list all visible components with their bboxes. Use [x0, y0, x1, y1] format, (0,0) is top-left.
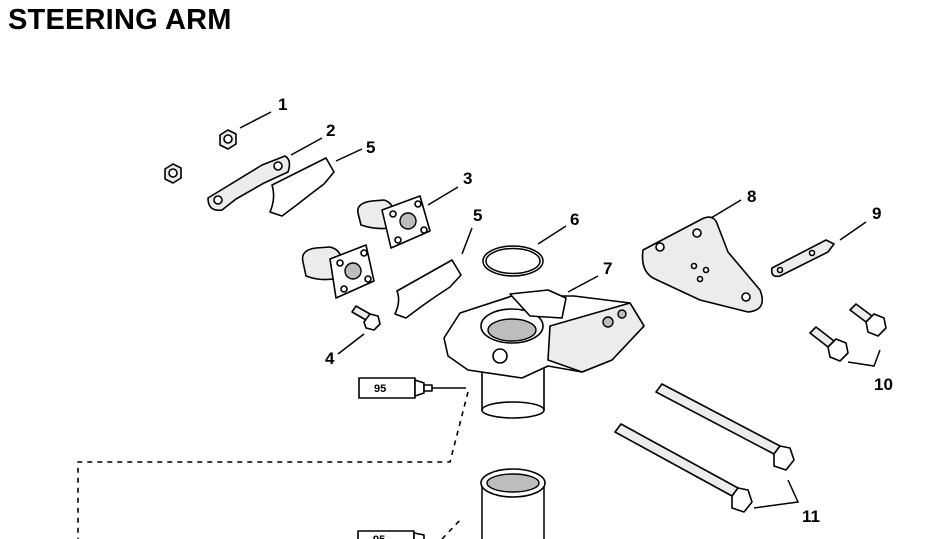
part-11-long-bolt-lower — [614, 423, 753, 513]
part-10-bolt-upper — [849, 303, 887, 337]
sealant-tube-upper — [358, 377, 433, 399]
part-3-bushing-lower — [301, 244, 375, 299]
callout-5-upper: 5 — [366, 138, 375, 157]
callout-7: 7 — [603, 259, 612, 278]
callout-9: 9 — [872, 204, 881, 223]
part-1-nut-lower — [164, 163, 182, 184]
part-8-bracket — [641, 216, 764, 313]
callout-5-lower: 5 — [473, 206, 482, 225]
callout-6: 6 — [570, 210, 579, 229]
sealant-tube-lower-label: 95 — [373, 534, 385, 539]
page-title: STEERING ARM — [8, 4, 232, 36]
part-11-long-bolt-upper — [655, 383, 795, 471]
callout-4: 4 — [325, 349, 335, 368]
part-1-nut-upper — [219, 129, 237, 150]
part-4-screw — [351, 305, 381, 331]
callout-10: 10 — [874, 375, 893, 394]
part-2-link-plate — [207, 155, 291, 212]
callout-11: 11 — [802, 507, 820, 526]
part-7-steering-arm — [443, 289, 645, 419]
part-5-shim-upper — [269, 157, 335, 217]
lower-sleeve — [480, 468, 546, 539]
callout-3: 3 — [463, 169, 472, 188]
callout-8: 8 — [747, 187, 756, 206]
part-3-bushing-upper — [356, 195, 431, 249]
part-9-latch — [770, 239, 835, 278]
sealant-tube-lower — [357, 530, 425, 539]
part-6-o-ring — [482, 245, 544, 277]
sealant-tube-upper-label: 95 — [374, 383, 386, 395]
part-10-bolt-lower — [809, 326, 849, 362]
callout-2: 2 — [326, 121, 335, 140]
callout-1: 1 — [278, 95, 287, 114]
part-5-shim-lower — [394, 259, 462, 319]
